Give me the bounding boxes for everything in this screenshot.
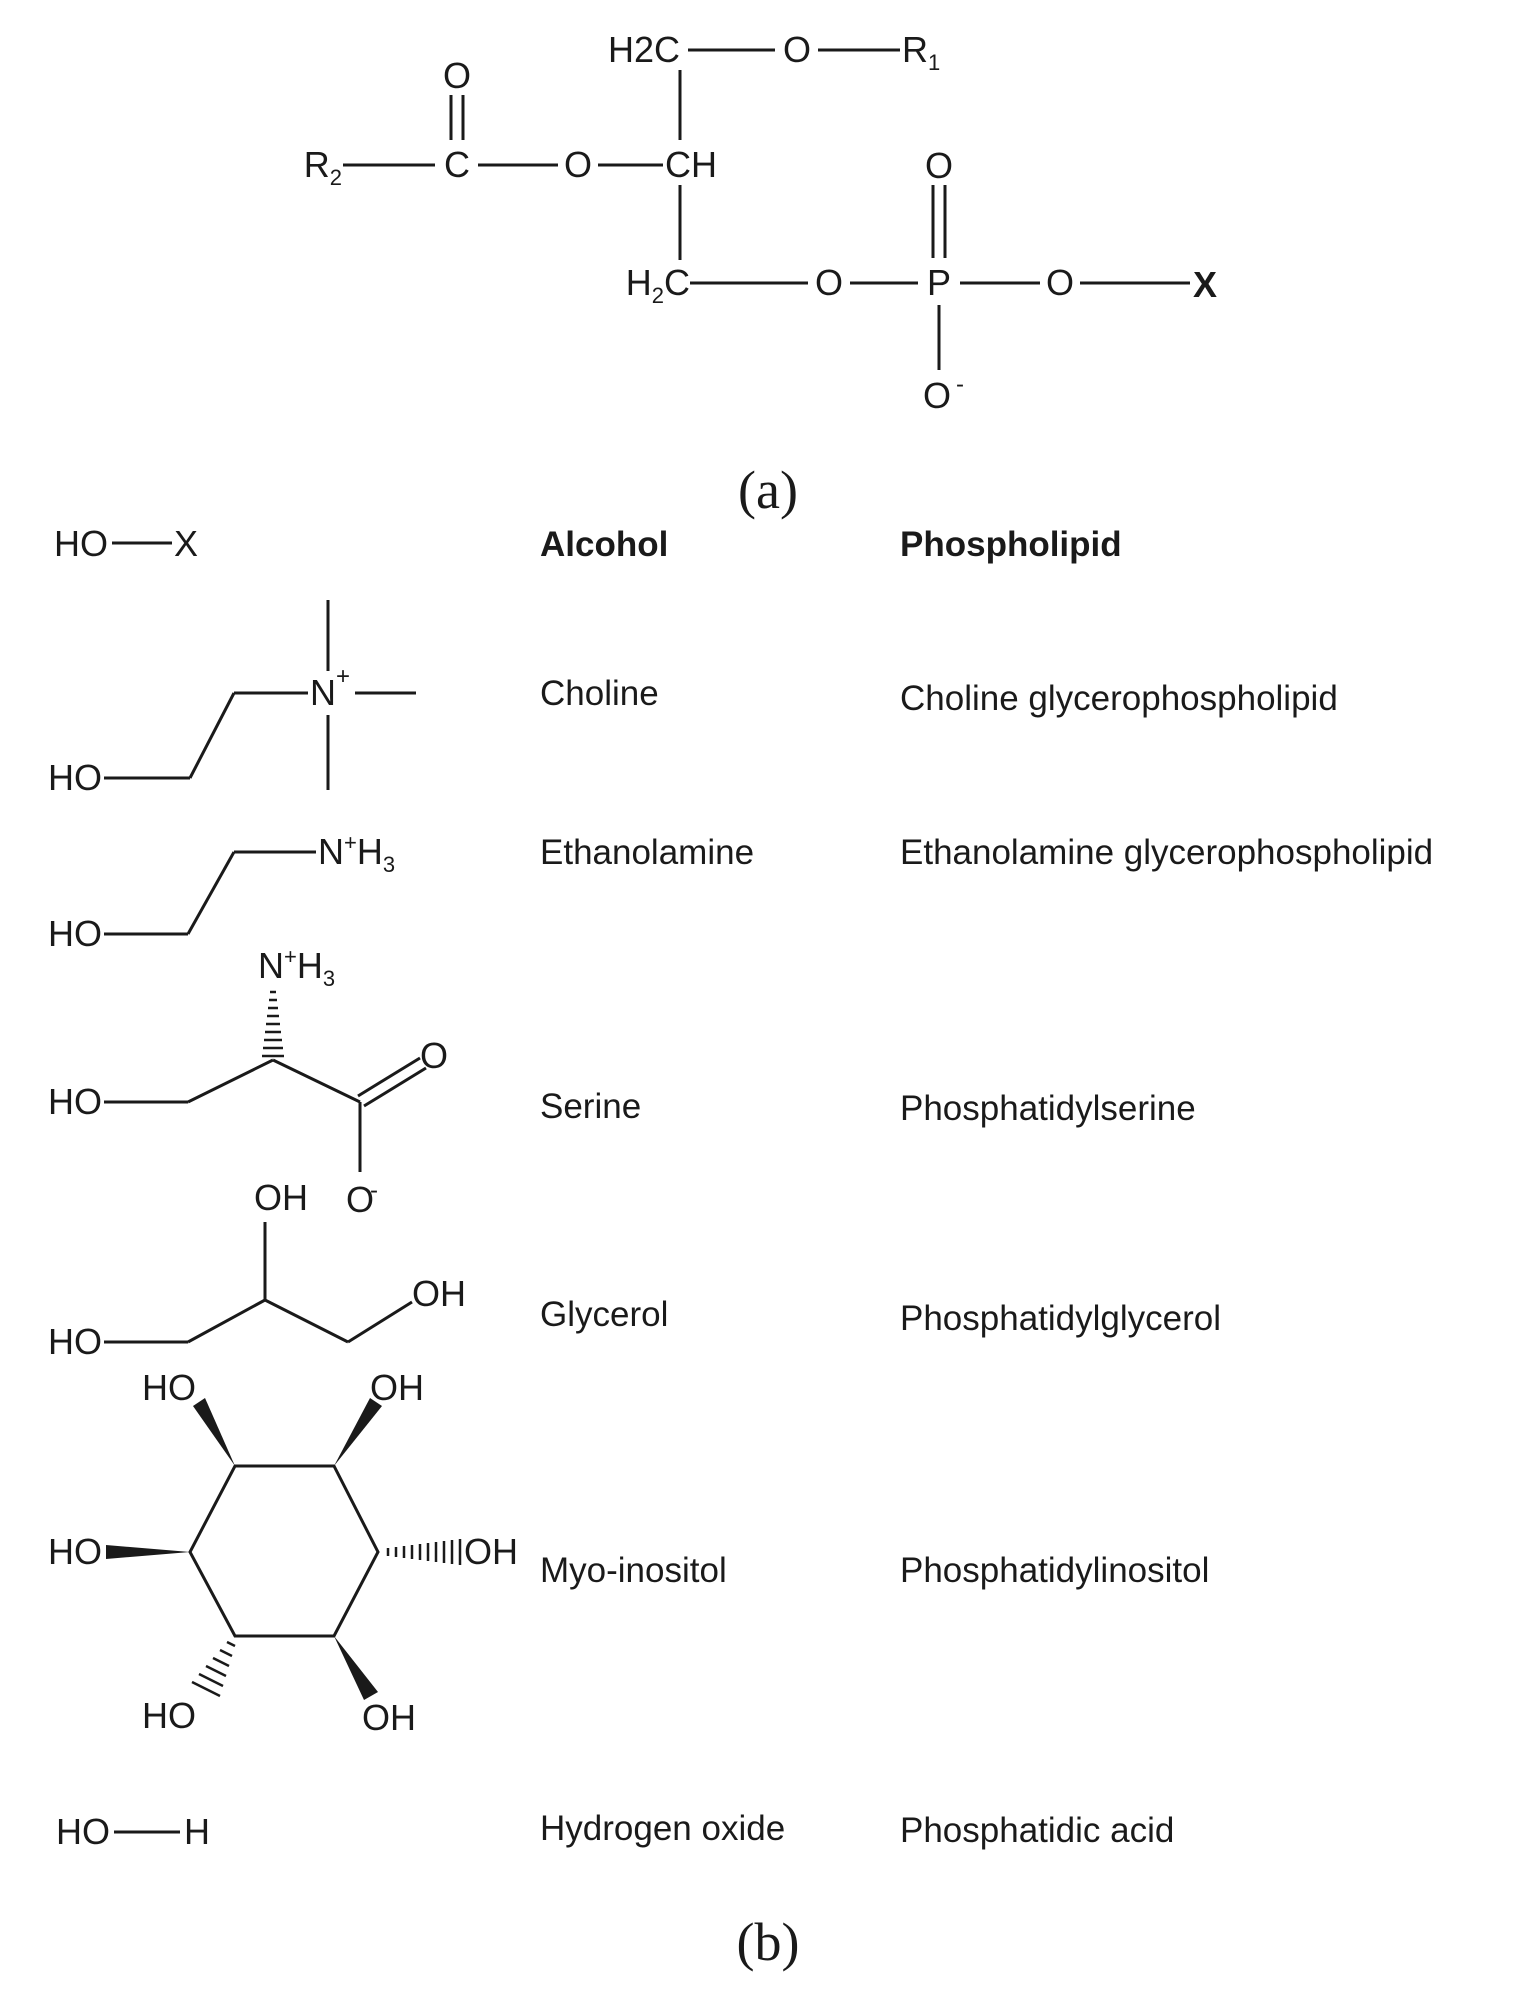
serine-minus-charge: - [370, 1177, 378, 1204]
inositol-wedge-bottom-right [334, 1636, 378, 1700]
serine-ho-label: HO [48, 1081, 102, 1122]
p-ominus-label: O [923, 375, 951, 416]
ethanolamine-ho-label: HO [48, 913, 102, 954]
glycerol-structure: OH HO OH [48, 1177, 466, 1362]
choline-phospholipid-name: Choline glycerophospholipid [900, 679, 1338, 718]
serine-alcohol-name: Serine [540, 1087, 641, 1126]
inositol-ho-top-left-label: HO [142, 1367, 196, 1408]
c3-label: H2C [626, 262, 690, 308]
inositol-wedge-left [106, 1545, 190, 1559]
caption-a: (a) [738, 460, 798, 520]
p-o-label: O [1046, 262, 1074, 303]
generic-x-label: X [174, 523, 198, 564]
myo-inositol-alcohol-name: Myo-inositol [540, 1551, 727, 1590]
c1-label: H2C [608, 29, 680, 70]
myo-inositol-structure: HO OH HO OH HO [48, 1367, 518, 1738]
glycerol-ho-label: HO [48, 1321, 102, 1362]
glycerol-oh-top-label: OH [254, 1177, 308, 1218]
serine-carbonyl-o-label: O [420, 1035, 448, 1076]
ethanolamine-alcohol-name: Ethanolamine [540, 833, 754, 872]
carbonyl-c-label: C [444, 144, 470, 185]
serine-phospholipid-name: Phosphatidylserine [900, 1089, 1196, 1128]
phospholipid-column-header: Phospholipid [900, 525, 1122, 564]
serine-structure: N+H3 HO O O - [48, 944, 448, 1220]
ethanolamine-structure: HO N+H3 [48, 830, 395, 954]
inositol-hash-bottom-left [191, 1640, 236, 1698]
choline-structure: HO N + [48, 600, 416, 798]
hydrogen-oxide-alcohol-name: Hydrogen oxide [540, 1809, 785, 1848]
generic-alcohol-structure: HO X [54, 523, 198, 564]
glycerol-phospholipid-name: Phosphatidylglycerol [900, 1299, 1221, 1338]
glycerol-alcohol-name: Glycerol [540, 1295, 668, 1334]
phosphorus-label: P [927, 262, 951, 303]
inositol-ho-left-label: HO [48, 1531, 102, 1572]
generic-ho-label: HO [54, 523, 108, 564]
p-oxo-label: O [925, 145, 953, 186]
water-structure: HO H [56, 1811, 210, 1852]
o-bottom-label: O [815, 262, 843, 303]
inositol-oh-right-label: OH [464, 1531, 518, 1572]
ch-label: CH [665, 144, 717, 185]
myo-inositol-phospholipid-name: Phosphatidylinositol [900, 1551, 1209, 1590]
choline-n-label: N [310, 672, 336, 713]
inositol-wedge-top-right [334, 1398, 382, 1466]
o-top-label: O [783, 29, 811, 70]
serine-hash-bond [262, 990, 284, 1058]
serine-o-minus-label: O [346, 1179, 374, 1220]
ethanolamine-phospholipid-name: Ethanolamine glycerophospholipid [900, 833, 1433, 872]
glycerophospholipid-backbone: H2C O R1 R2 C O O CH H2C O P O O O - X [304, 29, 1217, 416]
hydrogen-oxide-phospholipid-name: Phosphatidic acid [900, 1811, 1174, 1850]
inositol-oh-bottom-right-label: OH [362, 1697, 416, 1738]
inositol-hash-right [386, 1539, 462, 1565]
alcohol-column-header: Alcohol [540, 525, 668, 564]
choline-ho-label: HO [48, 757, 102, 798]
water-h-label: H [184, 1811, 210, 1852]
glycerol-oh-right-label: OH [412, 1273, 466, 1314]
ethanolamine-amine-label: N+H3 [318, 830, 395, 877]
inositol-ho-bottom-left-label: HO [142, 1695, 196, 1736]
inositol-oh-top-right-label: OH [370, 1367, 424, 1408]
water-ho-label: HO [56, 1811, 110, 1852]
ester-o-label: O [564, 144, 592, 185]
choline-plus-charge: + [336, 663, 350, 690]
choline-alcohol-name: Choline [540, 674, 659, 713]
carbonyl-o-label: O [443, 55, 471, 96]
minus-charge: - [956, 371, 964, 398]
serine-amine-label: N+H3 [258, 944, 335, 991]
r2-label: R2 [304, 144, 342, 190]
inositol-wedge-top-left [193, 1398, 235, 1466]
x-label: X [1193, 264, 1217, 305]
caption-b: (b) [737, 1912, 800, 1972]
r1-label: R1 [902, 29, 940, 75]
